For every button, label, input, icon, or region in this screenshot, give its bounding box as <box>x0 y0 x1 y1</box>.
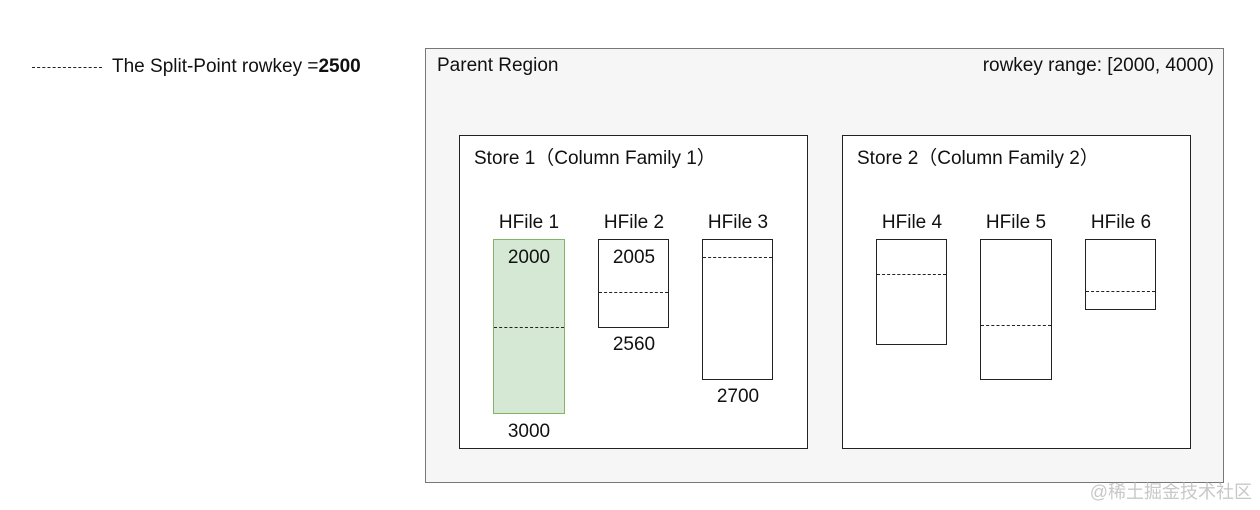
split-point-legend: The Split-Point rowkey = 2500 <box>32 55 361 79</box>
hfile-2-start-key: 2005 <box>612 247 656 268</box>
hfile-2-box <box>598 239 669 328</box>
split-point-line <box>599 292 668 293</box>
split-point-line <box>981 325 1051 326</box>
split-point-line <box>877 274 946 275</box>
store-2-title: Store 2（Column Family 2） <box>857 148 1099 169</box>
region-rowkey-range: rowkey range: [2000, 4000) <box>982 55 1214 76</box>
hfile-6-label: HFile 6 <box>1090 212 1152 233</box>
hfile-4-label: HFile 4 <box>881 212 943 233</box>
hfile-1-label: HFile 1 <box>498 212 560 233</box>
dashed-line-legend-icon <box>32 66 102 68</box>
hfile-2-end-key: 2560 <box>612 334 656 355</box>
hfile-3-box <box>702 239 773 380</box>
hfile-1-end-key: 3000 <box>507 421 551 442</box>
hfile-3-label: HFile 3 <box>707 212 769 233</box>
store-1-title: Store 1（Column Family 1） <box>474 148 716 169</box>
hfile-5-label: HFile 5 <box>985 212 1047 233</box>
split-point-line <box>494 327 564 328</box>
legend-text: The Split-Point rowkey = <box>112 56 319 77</box>
hfile-1-box <box>493 239 565 414</box>
hfile-5-box <box>980 239 1052 380</box>
watermark: @稀土掘金技术社区 <box>1089 482 1252 502</box>
region-title: Parent Region <box>437 55 559 76</box>
legend-value: 2500 <box>318 56 361 77</box>
hfile-4-box <box>876 239 947 345</box>
split-point-line <box>1086 291 1155 292</box>
hfile-3-end-key: 2700 <box>716 386 760 407</box>
hfile-1-start-key: 2000 <box>507 247 551 268</box>
split-point-line <box>703 257 772 258</box>
hfile-6-box <box>1085 239 1156 310</box>
hfile-2-label: HFile 2 <box>603 212 665 233</box>
